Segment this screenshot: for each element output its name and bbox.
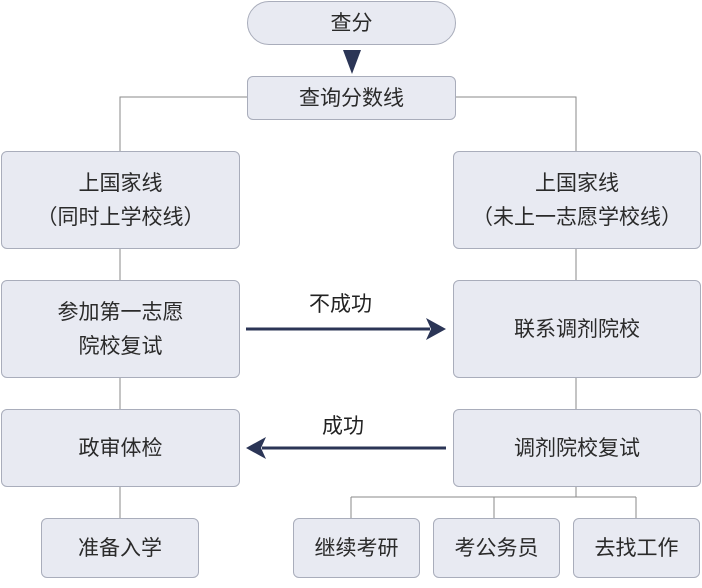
node-enroll-label: 准备入学 <box>78 536 162 560</box>
connector-query-to-left <box>119 96 247 151</box>
node-adjust-retest: 调剂院校复试 <box>453 409 701 487</box>
connector-query-to-right <box>456 96 577 151</box>
node-first-choice-label-2: 院校复试 <box>78 334 163 358</box>
node-start: 查分 <box>247 1 456 45</box>
node-left-line-label-1: 上国家线 <box>78 171 163 195</box>
node-right-line-label-1: 上国家线 <box>535 171 619 195</box>
node-continue-exam: 继续考研 <box>293 518 420 578</box>
node-right-line-label-2: （未上一志愿学校线） <box>472 205 682 229</box>
edge-label-success: 成功 <box>322 414 364 438</box>
node-left-line: 上国家线 （同时上学校线） <box>1 151 240 249</box>
node-civil-service: 考公务员 <box>433 518 560 578</box>
arrow-fail-head <box>426 318 446 340</box>
node-political-check: 政审体检 <box>1 409 240 487</box>
arrow-down-start-to-query <box>343 50 361 74</box>
node-find-job: 去找工作 <box>573 518 700 578</box>
node-adjust-contact: 联系调剂院校 <box>453 280 701 378</box>
node-start-label: 查分 <box>330 11 373 35</box>
node-find-job-label: 去找工作 <box>594 536 679 560</box>
node-enroll: 准备入学 <box>41 518 199 578</box>
node-political-check-label: 政审体检 <box>78 436 163 460</box>
node-adjust-retest-label: 调剂院校复试 <box>514 436 640 460</box>
node-first-choice: 参加第一志愿 院校复试 <box>1 280 240 378</box>
node-continue-exam-label: 继续考研 <box>314 536 399 560</box>
node-right-line: 上国家线 （未上一志愿学校线） <box>453 151 701 249</box>
node-query: 查询分数线 <box>247 76 456 120</box>
node-query-label: 查询分数线 <box>299 86 404 110</box>
arrow-success-head <box>246 437 266 459</box>
edge-label-fail: 不成功 <box>309 292 372 316</box>
node-civil-service-label: 考公务员 <box>454 536 539 560</box>
node-first-choice-label-1: 参加第一志愿 <box>57 300 184 324</box>
node-left-line-label-2: （同时上学校线） <box>36 205 205 229</box>
node-adjust-contact-label: 联系调剂院校 <box>514 317 640 341</box>
